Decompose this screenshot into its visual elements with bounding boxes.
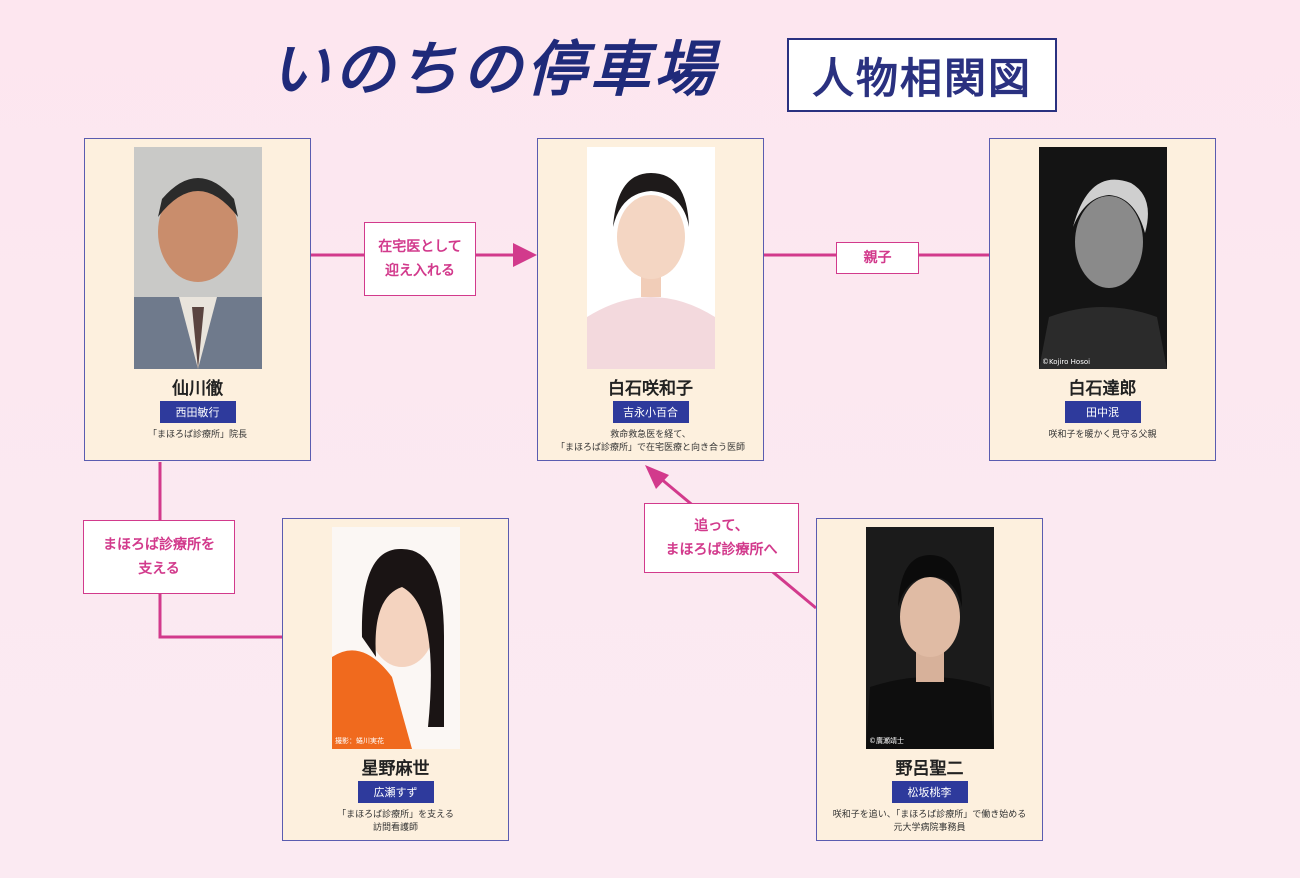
logo: いのちの停車場 (270, 35, 718, 105)
character-card-hoshino: 撮影：蜷川実花 星野麻世 広瀬すず 「まほろば診療所」を支える 訪問看護師 (282, 518, 509, 841)
portrait-sengawa (134, 147, 262, 369)
page-title: 人物相関図 (787, 38, 1057, 112)
character-name: 星野麻世 (361, 759, 430, 779)
actor-badge: 田中泯 (1064, 401, 1141, 423)
portrait-hoshino: 撮影：蜷川実花 (332, 527, 460, 749)
actor-badge: 西田敏行 (159, 401, 236, 423)
character-description: 咲和子を暖かく見守る父親 (1048, 430, 1157, 440)
character-name: 野呂聖二 (895, 759, 964, 779)
actor-badge: 広瀬すず (357, 781, 434, 803)
portrait-tatsuro: ©Kojiro Hosoi (1039, 147, 1167, 369)
relation-label-welcome: 在宅医として 迎え入れる (364, 222, 476, 296)
character-name: 白石咲和子 (608, 379, 693, 399)
character-card-sengawa: 仙川徹 西田敏行 「まほろば診療所」院長 (84, 138, 311, 461)
actor-badge: 松坂桃李 (891, 781, 968, 803)
arrow-head-sawako (513, 243, 537, 267)
photo-credit: 撮影：蜷川実花 (335, 737, 384, 745)
relation-label-follow: 追って、 まほろば診療所へ (644, 503, 799, 573)
photo-credit: ©廣瀬靖士 (869, 737, 904, 745)
character-card-noro: ©廣瀬靖士 野呂聖二 松坂桃李 咲和子を追い、「まほろば診療所」で働き始める 元… (816, 518, 1043, 841)
character-card-tatsuro: ©Kojiro Hosoi 白石達郎 田中泯 咲和子を暖かく見守る父親 (989, 138, 1216, 461)
character-description: 救命救急医を経て、 「まほろば診療所」で在宅医療と向き合う医師 (555, 430, 745, 453)
character-description: 「まほろば診療所」を支える 訪問看護師 (337, 810, 454, 833)
relation-label-parent-child: 親子 (836, 242, 919, 274)
portrait-sawako (587, 147, 715, 369)
character-description: 咲和子を追い、「まほろば診療所」で働き始める 元大学病院事務員 (832, 810, 1027, 833)
character-name: 仙川徹 (172, 379, 223, 399)
portrait-noro: ©廣瀬靖士 (866, 527, 994, 749)
character-name: 白石達郎 (1068, 379, 1137, 399)
photo-credit: ©Kojiro Hosoi (1042, 358, 1091, 366)
actor-badge: 吉永小百合 (612, 401, 689, 423)
relation-label-support: まほろば診療所を 支える (83, 520, 235, 594)
character-card-sawako: 白石咲和子 吉永小百合 救命救急医を経て、 「まほろば診療所」で在宅医療と向き合… (537, 138, 764, 461)
character-description: 「まほろば診療所」院長 (147, 430, 247, 440)
arrow-head-noro (645, 465, 669, 489)
